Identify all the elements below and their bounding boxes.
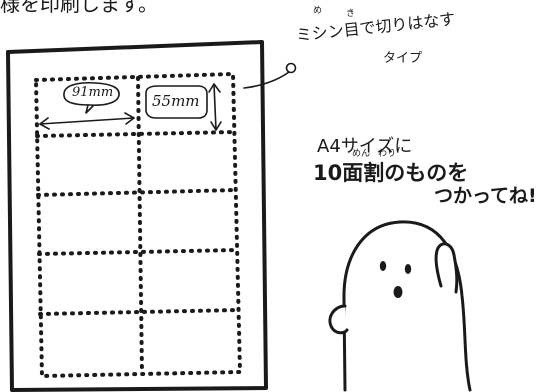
layout-instruction: 10面割のものを bbox=[313, 161, 469, 185]
width-arrow bbox=[39, 81, 135, 130]
height-arrow bbox=[145, 83, 222, 131]
a4-sheet bbox=[6, 40, 268, 392]
ruby-men: めん bbox=[352, 149, 371, 159]
use-instruction: つかってね! bbox=[434, 185, 537, 207]
ruby-ki: き bbox=[346, 9, 356, 19]
annotation-pointer bbox=[243, 62, 297, 89]
label-grid bbox=[33, 71, 243, 379]
width-label: 91mm bbox=[72, 85, 114, 100]
ruby-wari: わり bbox=[378, 149, 397, 159]
ruby-me: め bbox=[313, 6, 323, 16]
perforation-type: タイプ bbox=[383, 51, 423, 66]
top-caption: 様を印刷します。 bbox=[0, 0, 158, 16]
ghost-face bbox=[379, 261, 412, 298]
height-label: 55mm bbox=[152, 92, 200, 110]
size-instruction: A4サイズに bbox=[317, 136, 413, 157]
ghost-mascot bbox=[328, 220, 472, 392]
